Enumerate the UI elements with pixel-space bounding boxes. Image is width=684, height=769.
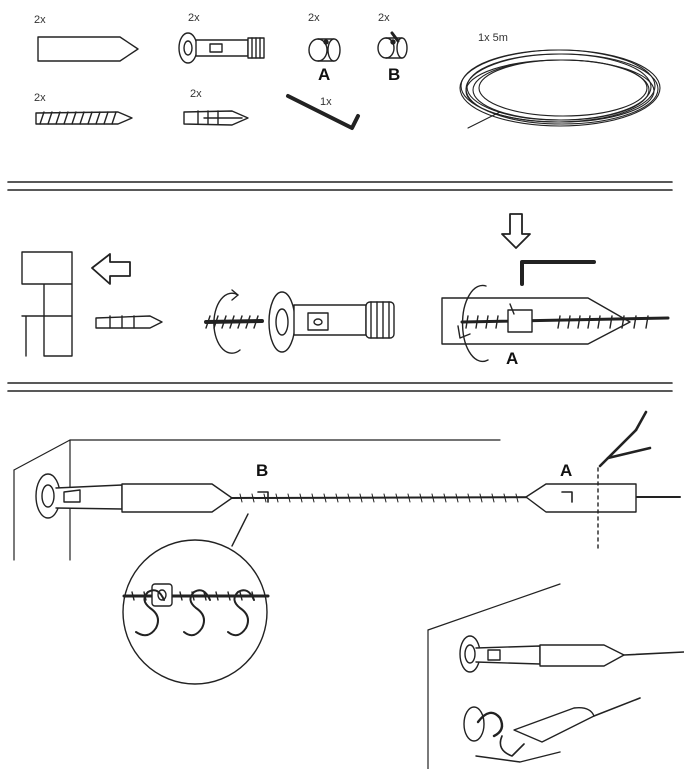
plug-insert-step [95,315,163,329]
corner-detail-inset [427,583,684,769]
arrow-down-icon [501,213,531,249]
end-cap-qty: 2x [34,14,46,26]
screw-rotate-step [204,289,264,354]
hex-key-tool [520,260,596,286]
hex-key-qty: 1x [320,96,332,108]
install-label-a: A [560,461,573,480]
scissors-icon [598,410,652,468]
s-hook [183,589,211,637]
right-end-cap [525,483,637,513]
clamp-b-part [377,31,408,59]
wall-plug-part [183,110,249,126]
s-hook [227,589,255,637]
end-cap-part [37,36,139,62]
hex-key-part [286,94,360,130]
bracket-assembly-step [268,291,395,353]
section-divider [7,181,673,392]
clamp-a-part [308,38,341,62]
wire-qty: 1x 5m [478,32,508,44]
tension-step-label: A [506,349,519,368]
arrow-left-icon [91,253,131,285]
wall-bracket-qty: 2x [188,12,200,24]
wire-coil-part [459,49,661,129]
install-label-b: B [256,461,269,480]
clamp-a-qty: 2x [308,12,320,24]
clamp-b-letter: B [388,65,401,84]
brick-wall [21,251,73,357]
screw-qty: 2x [34,92,46,104]
s-hook [135,589,165,637]
left-wall-bracket [35,473,233,519]
screw-part [35,111,133,125]
clamp-b-qty: 2x [378,12,390,24]
end-cap-tension-step [441,284,670,363]
plug-qty: 2x [190,88,202,100]
wall-bracket-part [178,32,265,64]
clamp-a-letter: A [318,65,331,84]
hook-detail-magnifier [122,513,270,685]
clamp-b-on-wire [257,491,269,503]
